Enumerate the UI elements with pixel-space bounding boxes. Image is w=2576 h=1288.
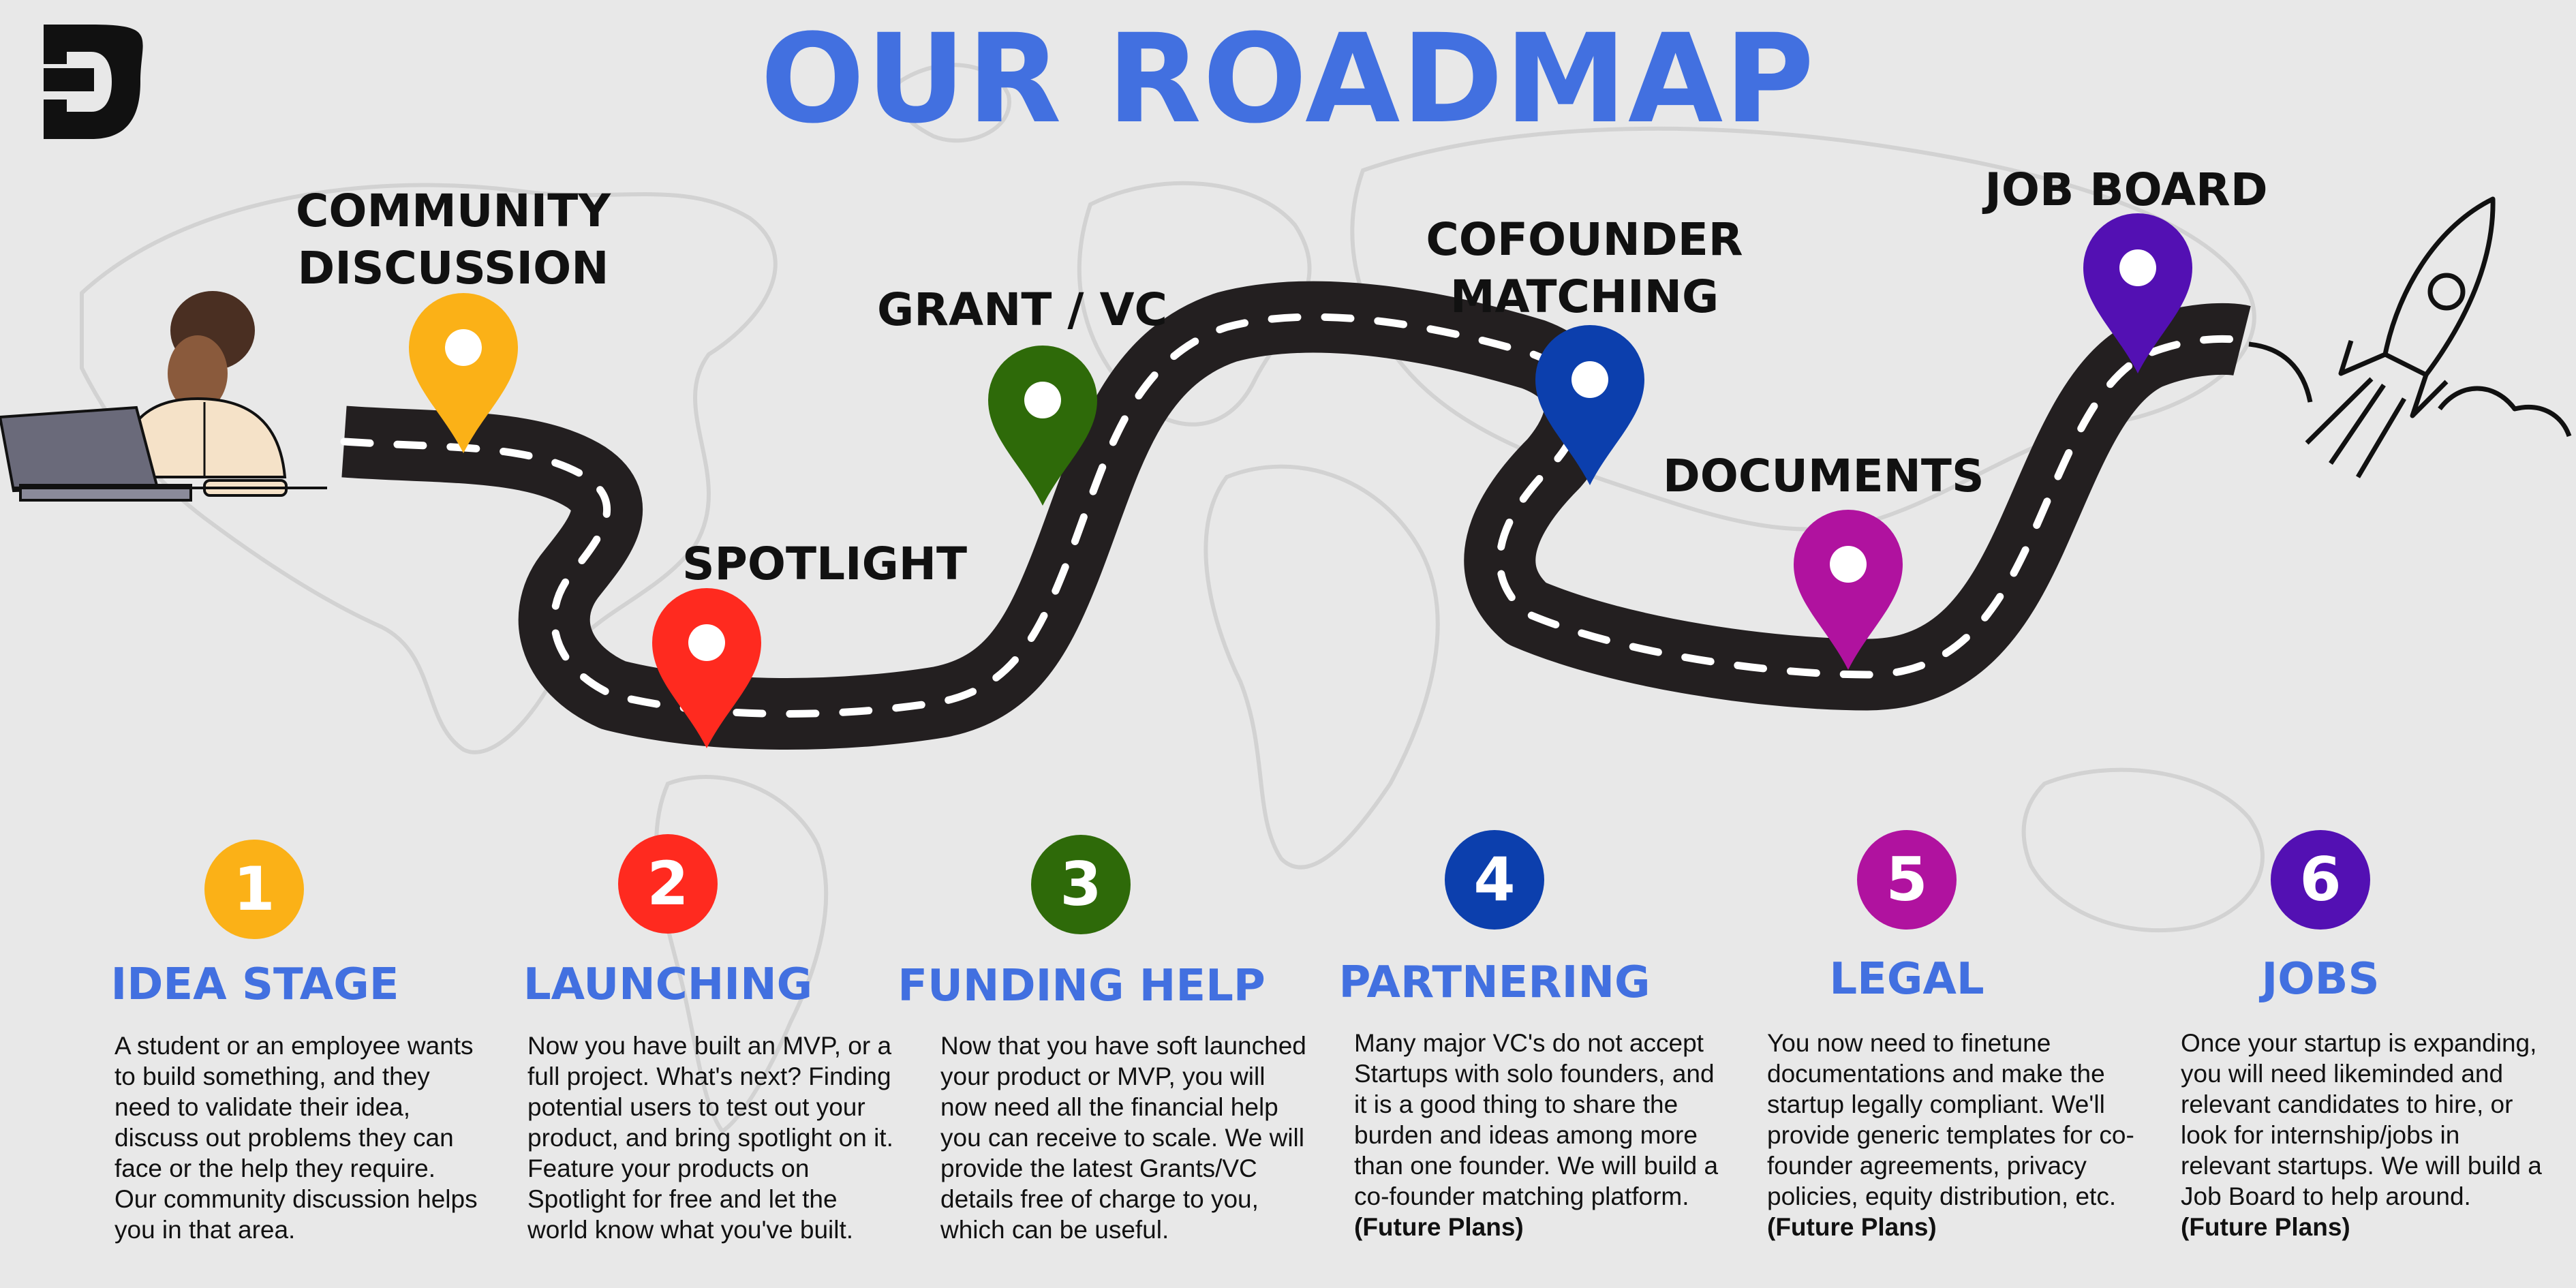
- stage-description-3: Now that you have soft launched your pro…: [940, 1030, 1308, 1245]
- map-pin-icon: [1535, 325, 1644, 485]
- milestone-label-line: COMMUNITY: [295, 185, 611, 237]
- step-number-4: 4: [1445, 830, 1544, 930]
- map-pin-icon: [988, 346, 1097, 506]
- milestone-label-line: JOB BOARD: [1984, 164, 2268, 216]
- future-plans-note: (Future Plans): [2181, 1213, 2350, 1241]
- description-text: Once your startup is expanding, you will…: [2181, 1029, 2542, 1210]
- stage-title-2: LAUNCHING: [523, 960, 813, 1010]
- logo-icon: [44, 25, 143, 139]
- milestone-label-line: MATCHING: [1450, 271, 1719, 323]
- milestone-label-line: COFOUNDER: [1426, 213, 1743, 266]
- rocket-icon: [2248, 196, 2572, 478]
- person-at-laptop-illustration: [0, 291, 327, 502]
- description-text: A student or an employee wants to build …: [114, 1032, 478, 1244]
- milestone-label-2: SPOTLIGHT: [675, 536, 975, 593]
- stage-title-1: IDEA STAGE: [110, 960, 399, 1010]
- step-number-5: 5: [1857, 830, 1957, 930]
- map-pin-icon: [1794, 510, 1903, 670]
- stage-description-5: You now need to finetune documentations …: [1767, 1028, 2135, 1242]
- road: [341, 281, 2251, 750]
- step-number-6: 6: [2271, 830, 2370, 930]
- milestone-label-line: SPOTLIGHT: [681, 538, 968, 590]
- milestone-label-6: JOB BOARD: [1976, 162, 2276, 219]
- stage-description-2: Now you have built an MVP, or a full pro…: [527, 1030, 895, 1245]
- road-center-line: [340, 313, 2246, 718]
- map-pin-icon: [409, 293, 518, 453]
- pin-layer: [409, 213, 2192, 748]
- map-pin-icon: [652, 588, 761, 748]
- stage-description-4: Many major VC's do not accept Startups w…: [1354, 1028, 1722, 1242]
- milestone-label-line: DOCUMENTS: [1663, 450, 1984, 502]
- step-number-3: 3: [1031, 835, 1131, 934]
- step-number-2: 2: [618, 834, 718, 934]
- stage-title-5: LEGAL: [1829, 954, 1984, 1005]
- step-number-1: 1: [204, 840, 304, 939]
- stage-description-6: Once your startup is expanding, you will…: [2181, 1028, 2549, 1242]
- milestone-label-line: GRANT / VC: [877, 283, 1167, 336]
- future-plans-note: (Future Plans): [1354, 1213, 1524, 1241]
- milestone-label-1: COMMUNITY DISCUSSION: [293, 183, 613, 297]
- map-pin-icon: [2083, 213, 2192, 373]
- stage-title-4: PARTNERING: [1338, 957, 1651, 1008]
- milestone-label-line: DISCUSSION: [297, 242, 609, 294]
- description-text: Now that you have soft launched your pro…: [940, 1032, 1306, 1244]
- milestone-label-4: COFOUNDER MATCHING: [1424, 211, 1745, 326]
- description-text: Now you have built an MVP, or a full pro…: [527, 1032, 893, 1244]
- milestone-label-5: DOCUMENTS: [1663, 448, 1984, 505]
- future-plans-note: (Future Plans): [1767, 1213, 1937, 1241]
- milestone-label-3: GRANT / VC: [859, 281, 1186, 339]
- stage-title-3: FUNDING HELP: [898, 961, 1266, 1011]
- page-title: OUR ROADMAP: [760, 8, 1816, 151]
- stage-description-1: A student or an employee wants to build …: [114, 1030, 482, 1245]
- description-text: You now need to finetune documentations …: [1767, 1029, 2134, 1210]
- stage-title-6: JOBS: [2261, 954, 2380, 1005]
- description-text: Many major VC's do not accept Startups w…: [1354, 1029, 1719, 1210]
